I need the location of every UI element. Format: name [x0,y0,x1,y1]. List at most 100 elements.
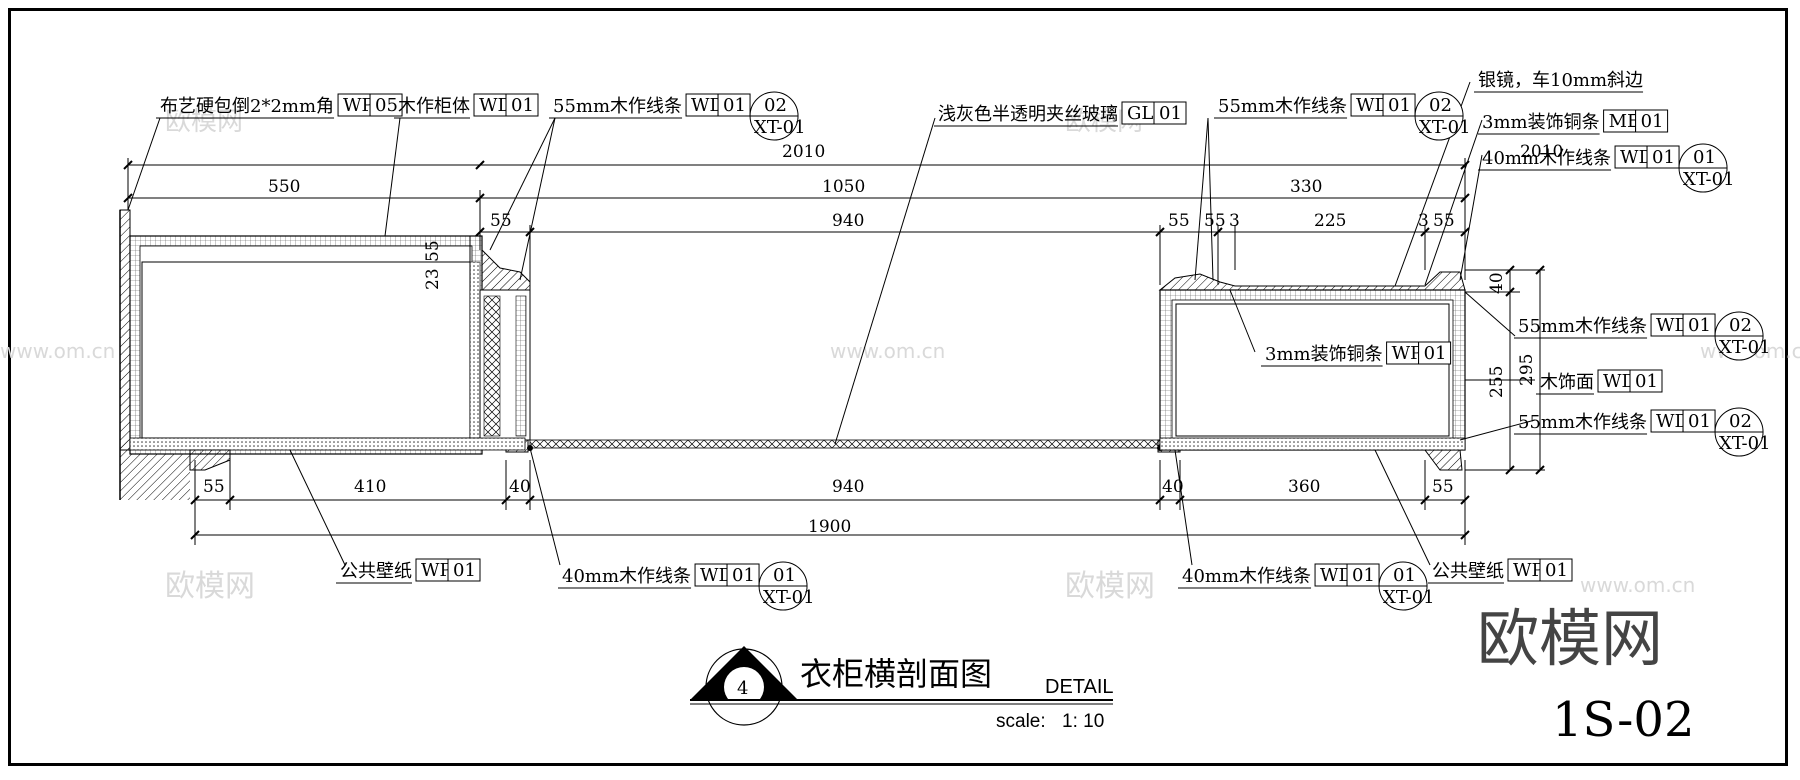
callout-num: 01 [1635,371,1658,392]
detail-reference-sheet: XT-01 [1383,587,1435,608]
detail-number: 4 [737,678,748,699]
drawing-title-en: DETAIL [1045,676,1114,698]
callout-num-box [1646,145,1680,169]
detail-reference-number: 01 [1693,147,1716,168]
detail-reference-sheet: XT-01 [763,587,815,608]
dim-top-right: 330 [1290,177,1322,197]
dim-total-top-center: 2010 [782,142,825,162]
drawing-title: 衣柜横剖面图 [800,655,992,693]
callout-text: 40mm木作线条 [1482,148,1611,169]
callout-text: 3mm装饰铜条 [1482,112,1600,133]
callout-num: 01 [453,560,476,581]
dim-top2-g: 3 [1418,211,1429,231]
dim-bot-d: 940 [832,477,864,497]
callout-num-box [447,558,481,582]
callout-num: 01 [1545,560,1568,581]
dim-top-mid: 1050 [822,177,865,197]
callout-num-box [1682,409,1716,433]
dim-left-v2: 23 [423,268,443,290]
callout-num: 01 [1159,103,1182,124]
callout-num-box [1539,558,1573,582]
left-cabinet [129,235,531,471]
callout-num-box [1418,341,1452,365]
dim-bot-f: 360 [1288,477,1320,497]
detail-reference-sheet: XT-01 [754,117,806,138]
callout-tag: WD [1620,147,1653,168]
callout-text: 55mm木作线条 [1518,412,1647,433]
dim-top2-h: 55 [1433,211,1455,231]
callout-num: 01 [1352,565,1375,586]
callout-text: 40mm木作线条 [1182,566,1311,587]
callout-num: 01 [511,95,534,116]
title-block: 4 衣柜横剖面图 DETAIL scale: 1: 10 [690,646,1114,732]
leader-lines [127,81,1536,566]
detail-reference-number: 02 [1729,315,1752,336]
callout-num-box [1346,563,1380,587]
detail-reference-number: 02 [764,95,787,116]
callout-num-box [1629,369,1663,393]
callout-tag: WP [1513,560,1544,581]
dim-top2-f: 225 [1314,211,1346,231]
callout-tag: WP [1392,343,1423,364]
glass-panel [527,439,1163,451]
callout-num: 01 [1641,111,1664,132]
watermark-brand: 欧模网 [165,569,255,604]
watermark-url: www.om.cn [0,339,115,363]
dimension-ticks [123,160,1545,540]
dim-right-v1: 40 [1487,272,1507,294]
callout-tag: WD [479,95,512,116]
dim-bot-g: 55 [1432,477,1454,497]
detail-reference-number: 01 [1393,565,1416,586]
detail-reference-number: 01 [773,565,796,586]
right-cabinet [1157,271,1466,471]
dim-bot-total: 1900 [808,517,851,537]
callout-text: 木饰面 [1540,372,1594,393]
callout-num: 01 [1688,315,1711,336]
callout-tag: WD [1656,315,1689,336]
callout-num: 01 [723,95,746,116]
callout-text: 浅灰色半透明夹丝玻璃 [938,104,1118,125]
watermark-url: www.om.cn [830,339,945,363]
callout-tag: WD [691,95,724,116]
callout-num-box [1153,101,1187,125]
detail-reference-sheet: XT-01 [1719,433,1771,454]
callout-text: 布艺硬包倒2*2mm角 [160,96,334,117]
watermark-brand: 欧模网 [1065,569,1155,604]
callout-text: 55mm木作线条 [1218,96,1347,117]
dim-right-v2: 255 [1487,366,1507,398]
callout-num: 05 [375,95,398,116]
callout-num-box [505,93,539,117]
callout-tag: WD [700,565,733,586]
callout-num: 01 [1388,95,1411,116]
dim-bot-c: 40 [509,477,531,497]
detail-reference-sheet: XT-01 [1719,337,1771,358]
callout-tag: WP [343,95,374,116]
dimension-text: 2010 2010 550 1050 330 55 940 55 55 3 22… [203,142,1563,537]
dim-right-v3: 295 [1517,354,1537,386]
dim-top2-e: 3 [1229,211,1240,231]
dim-bot-b: 410 [354,477,386,497]
sheet-number: 1S-02 [1552,692,1694,748]
callout-text: 公共壁纸 [340,561,412,582]
callout-text: 木作柜体 [398,96,470,117]
callout-num-box [1682,313,1716,337]
callout-num: 01 [1424,343,1447,364]
watermark-url: www.om.cn [1580,573,1695,597]
callout-text: 40mm木作线条 [562,566,691,587]
dimension-lines [127,158,1545,545]
dim-bot-e: 40 [1162,477,1184,497]
callout-tag: WD [1603,371,1636,392]
callout-num-box [1382,93,1416,117]
